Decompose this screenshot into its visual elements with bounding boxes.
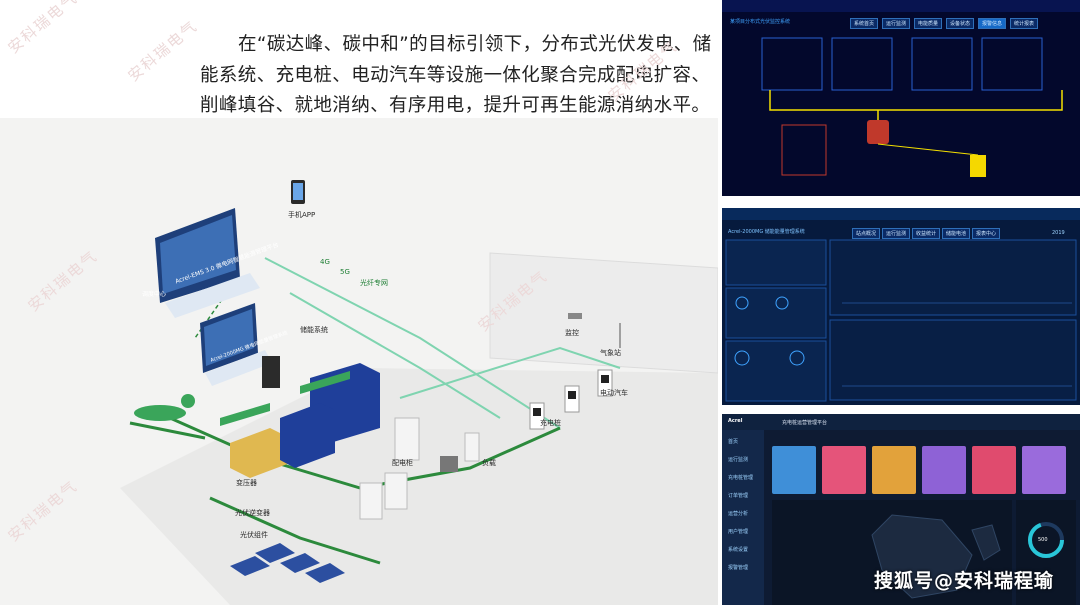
- charging-platform-screenshot: Acrel 充电桩运营管理平台 首页 运行监测 充电桩管理 订单管理 运营分析 …: [722, 414, 1080, 605]
- ring-gauge: [1028, 522, 1064, 558]
- ring-panel: 500: [1016, 500, 1076, 605]
- load-unit: [464, 432, 480, 462]
- cabinet: [384, 472, 408, 510]
- watermark: 安科瑞电气: [4, 0, 82, 58]
- panel1-tab[interactable]: 设备状态: [946, 18, 975, 29]
- generator: [440, 456, 458, 472]
- storage-label: 储能系统: [300, 326, 328, 334]
- panel3-menu-item[interactable]: 运营分析: [728, 511, 749, 517]
- camera-label: 监控: [565, 329, 579, 337]
- camera-icon: [568, 313, 582, 319]
- transformer-unit: [230, 428, 290, 478]
- bus-line: [209, 496, 381, 565]
- watermark: 安科瑞电气: [124, 16, 202, 86]
- panel1-tab[interactable]: 电能质量: [914, 18, 943, 29]
- source-credit: 搜狐号@安科瑞程瑜: [873, 570, 1054, 592]
- network-label: 4G: [320, 258, 330, 266]
- load-label: 负载: [482, 459, 496, 467]
- ev-chargers: [529, 369, 613, 430]
- panel1-tab-active[interactable]: 报警信息: [978, 18, 1007, 29]
- green-tag: [220, 403, 270, 426]
- panel2-topbar: [722, 208, 1080, 220]
- green-tag: [300, 371, 350, 394]
- panel1-tab[interactable]: 统计报表: [1010, 18, 1039, 29]
- panel3-menu-item[interactable]: 充电桩管理: [728, 475, 754, 481]
- link-line: [289, 292, 501, 419]
- server-unit: [262, 356, 280, 388]
- map-svg: [871, 514, 1001, 599]
- panel3-title: 充电桩运营管理平台: [782, 420, 828, 426]
- panel2-tab[interactable]: 站点概况: [852, 228, 881, 239]
- charger-label: 充电桩: [540, 419, 561, 427]
- panel3-menu-item[interactable]: 用户管理: [728, 529, 749, 535]
- dispatch-badge: [134, 405, 186, 421]
- panel2-time: 2019: [1052, 230, 1065, 236]
- panel1-title: 某项目分布式光伏监控系统: [730, 19, 791, 25]
- network-label: 光纤专网: [360, 279, 388, 287]
- stat-card: [872, 446, 916, 494]
- panel2-tab[interactable]: 报表中心: [972, 228, 1001, 239]
- link-line: [399, 346, 621, 399]
- panel1-tab[interactable]: 系统首页: [850, 18, 879, 29]
- intro-paragraph: 在“碳达峰、碳中和”的目标引领下，分布式光伏发电、储能系统、充电桩、电动汽车等设…: [200, 34, 712, 116]
- storage-container: [280, 403, 335, 468]
- panel3-menu-item[interactable]: 首页: [728, 439, 739, 445]
- ring-value: 500: [1038, 537, 1048, 543]
- panel1-diagram: [761, 37, 1063, 177]
- stat-card: [772, 446, 816, 494]
- panel2-tab[interactable]: 收益统计: [912, 228, 941, 239]
- server-monitor: [155, 208, 260, 318]
- panel3-sidebar: 首页 运行监测 充电桩管理 订单管理 运营分析 用户管理 系统设置 报警管理: [722, 430, 764, 605]
- panel2-title: Acrel-2000MG 储能能量管理系统: [728, 229, 805, 235]
- cabinet-label: 配电柜: [392, 459, 413, 467]
- stat-card: [972, 446, 1016, 494]
- signal-icon: [181, 394, 195, 408]
- map-panel: [772, 500, 1012, 605]
- panel3-menu-item[interactable]: 运行监测: [728, 457, 749, 463]
- panel2-layout: [725, 239, 1077, 402]
- stat-card: [922, 446, 966, 494]
- panel3-menu-item[interactable]: 报警管理: [728, 565, 749, 571]
- controller-monitor: [200, 303, 272, 386]
- diagram-svg: [120, 180, 719, 605]
- panel1-topbar: [722, 0, 1080, 12]
- floor: [120, 368, 718, 605]
- weather-label: 气象站: [600, 349, 621, 357]
- panel3-topbar: [722, 414, 1080, 430]
- pv-monitor-screenshot: 某项目分布式光伏监控系统 系统首页 运行监测 电能质量 设备状态 报警信息 统计…: [722, 0, 1080, 196]
- cabinet: [359, 482, 383, 520]
- stat-card: [1022, 446, 1066, 494]
- dispatch-center-label: 调度中心: [142, 291, 167, 298]
- storage-ems-screenshot: Acrel-2000MG 储能能量管理系统 站点概况 运行监测 收益统计 储能电…: [722, 208, 1080, 405]
- transformer-label: 变压器: [236, 479, 257, 487]
- system-diagram: Acrel-EMS 3.0 微电网智慧能源管理平台 Acrel-2000MG 微…: [0, 118, 719, 605]
- phone-label: 手机APP: [288, 211, 316, 219]
- panel1-tab[interactable]: 运行监测: [882, 18, 911, 29]
- panel2-tab[interactable]: 运行监测: [882, 228, 911, 239]
- panel3-menu-item[interactable]: 系统设置: [728, 547, 749, 553]
- panel3-menu-item[interactable]: 订单管理: [728, 493, 749, 499]
- pv-label: 光伏组件: [240, 531, 268, 539]
- network-label: 5G: [340, 268, 350, 276]
- pv-panels: [230, 543, 345, 583]
- stat-card: [822, 446, 866, 494]
- ev-label: 电动汽车: [600, 389, 628, 397]
- panel2-tab[interactable]: 储能电池: [942, 228, 971, 239]
- panel3-logo: Acrel: [728, 418, 743, 424]
- bus-line: [129, 421, 206, 440]
- cabinet: [394, 417, 420, 461]
- inverter-label: 光伏逆变器: [235, 509, 270, 517]
- link-line: [264, 257, 561, 429]
